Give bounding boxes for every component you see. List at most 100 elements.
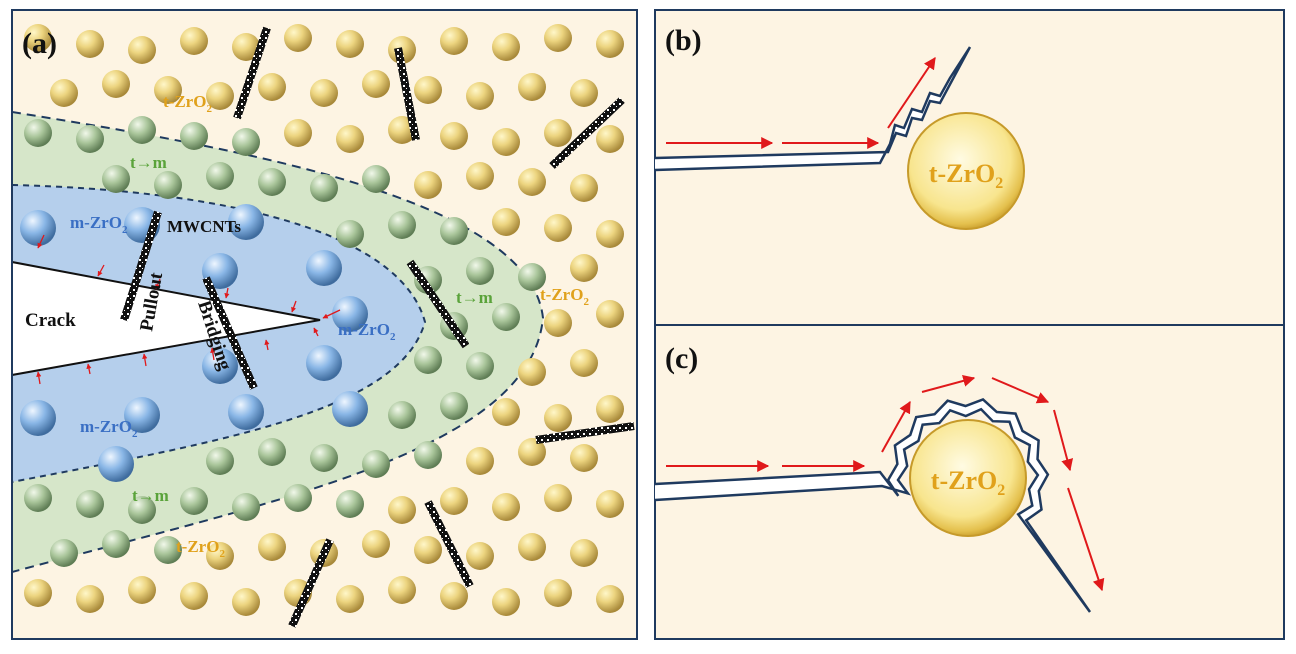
t-zro2-particle	[258, 73, 286, 101]
m-zro2-particle	[98, 446, 134, 482]
label-m-zro2-top: m-ZrO2	[70, 213, 128, 236]
transformed-particle	[76, 490, 104, 518]
t-zro2-particle	[440, 487, 468, 515]
t-zro2-particle	[180, 27, 208, 55]
t-zro2-particle	[492, 128, 520, 156]
m-zro2-particle	[20, 210, 56, 246]
t-zro2-particle	[414, 536, 442, 564]
t-zro2-particle	[492, 33, 520, 61]
expansion-arrow	[291, 300, 297, 313]
t-zro2-particle	[414, 171, 442, 199]
deflection-arrow	[1053, 409, 1074, 472]
mwcnt-tube	[535, 422, 635, 444]
mwcnt-tube	[233, 26, 271, 120]
label-tm-top: t→m	[130, 153, 167, 172]
t-zro2-particle	[336, 30, 364, 58]
mwcnt-tube	[549, 97, 625, 169]
t-zro2-particle	[206, 542, 234, 570]
panel-a: (a) t-ZrO2 t-ZrO2 t-ZrO2 t→m t→m t→m m-Z…	[11, 9, 638, 640]
label-crack: Crack	[25, 310, 76, 331]
transformed-particle	[180, 122, 208, 150]
t-zro2-particle	[24, 24, 52, 52]
t-zro2-particle	[206, 82, 234, 110]
t-zro2-particle	[102, 70, 130, 98]
crack-path-around-particle	[654, 397, 1092, 613]
t-zro2-particle	[492, 493, 520, 521]
deflection-arrow	[991, 377, 1050, 404]
t-zro2-particle-b	[907, 112, 1025, 230]
t-zro2-particle	[362, 530, 390, 558]
t-zro2-particle	[76, 30, 104, 58]
transformed-particle	[388, 401, 416, 429]
t-zro2-particle	[440, 122, 468, 150]
transformed-particle	[258, 168, 286, 196]
t-zro2-particle	[492, 398, 520, 426]
expansion-arrow	[142, 353, 148, 367]
expansion-arrow	[97, 264, 105, 277]
transformed-particle	[336, 220, 364, 248]
t-zro2-particle	[128, 576, 156, 604]
t-zro2-particle	[544, 24, 572, 52]
t-zro2-particle	[388, 496, 416, 524]
transformed-particle	[154, 171, 182, 199]
mwcnt-tube	[288, 538, 334, 628]
t-zro2-particle	[388, 576, 416, 604]
expansion-arrow	[264, 339, 270, 351]
t-zro2-particle	[76, 585, 104, 613]
m-zro2-particle	[306, 250, 342, 286]
t-zro2-particle-c	[909, 419, 1027, 537]
deflection-arrow	[1067, 487, 1105, 592]
transformed-particle	[76, 125, 104, 153]
expansion-arrow	[36, 371, 42, 385]
t-zro2-particle	[518, 438, 546, 466]
expansion-arrow	[210, 347, 216, 361]
label-tm-right: t→m	[456, 288, 493, 307]
m-zro2-particle	[228, 204, 264, 240]
panel-a-label: (a)	[22, 27, 57, 60]
transformed-particle	[336, 490, 364, 518]
t-zro2-particle	[570, 349, 598, 377]
t-zro2-particle	[492, 208, 520, 236]
t-zro2-particle	[128, 36, 156, 64]
t-zro2-particle	[518, 533, 546, 561]
panel-b: (b) t-ZrO2	[654, 9, 1285, 326]
m-zro2-particle	[306, 345, 342, 381]
transformed-particle	[232, 493, 260, 521]
t-zro2-particle	[362, 70, 390, 98]
t-zro2-particle	[596, 395, 624, 423]
t-zro2-particle	[544, 404, 572, 432]
t-zro2-particle	[440, 582, 468, 610]
transformed-particle	[362, 450, 390, 478]
t-zro2-particle	[518, 358, 546, 386]
expansion-arrow	[155, 278, 161, 290]
transformed-particle	[50, 539, 78, 567]
t-zro2-particle	[518, 168, 546, 196]
t-zro2-particle	[24, 579, 52, 607]
t-zro2-particle	[544, 119, 572, 147]
deflection-arrow	[887, 57, 936, 129]
transformed-particle	[154, 536, 182, 564]
expansion-arrow	[86, 363, 92, 375]
mwcnt-tubes	[120, 26, 635, 628]
t-zro2-particle	[544, 309, 572, 337]
label-tm-bottom: t→m	[132, 486, 169, 505]
t-zro2-particle	[570, 444, 598, 472]
t-zro2-particle	[180, 582, 208, 610]
t-zro2-particle	[544, 214, 572, 242]
t-zro2-particle	[570, 539, 598, 567]
label-m-zro2-bottom: m-ZrO2	[80, 417, 138, 440]
transformed-particle	[258, 438, 286, 466]
expansion-arrow	[37, 234, 45, 249]
m-zro2-particle	[20, 400, 56, 436]
transformed-particle	[414, 441, 442, 469]
t-zro2-particle	[232, 33, 260, 61]
t-zro2-particle	[492, 588, 520, 616]
t-zro2-particle	[544, 579, 572, 607]
transformed-particle	[102, 165, 130, 193]
transformed-particle	[466, 352, 494, 380]
t-zro2-particle	[596, 220, 624, 248]
mwcnt-tube	[202, 276, 258, 390]
transformed-particle	[310, 174, 338, 202]
t-zro2-particle	[596, 585, 624, 613]
expansion-arrow	[224, 287, 230, 299]
